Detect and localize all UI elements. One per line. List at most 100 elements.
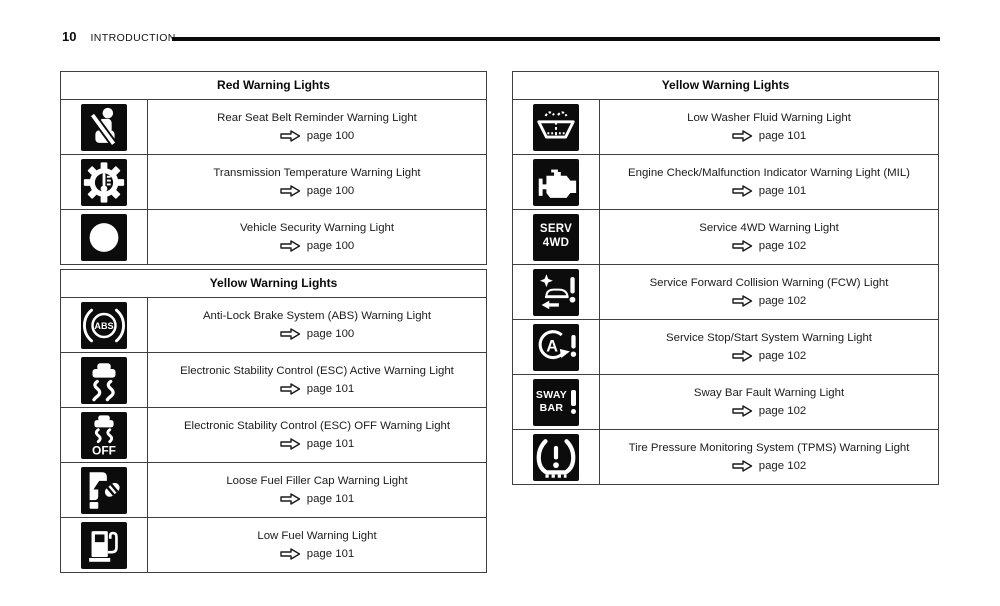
section-title: INTRODUCTION xyxy=(90,32,176,44)
esc-off-icon-text: OFF xyxy=(92,443,116,457)
page-reference: page 102 xyxy=(732,460,807,473)
forward-collision-icon xyxy=(533,268,579,316)
warning-light-label: Transmission Temperature Warning Light xyxy=(213,166,421,179)
warning-light-label: Low Fuel Warning Light xyxy=(257,529,377,542)
page-number-ref: page 100 xyxy=(306,328,355,341)
red-warning-lights-table: Red Warning Lights Rear Seat Belt Remind… xyxy=(60,71,487,265)
page-number-ref: page 100 xyxy=(306,185,355,198)
warning-light-label: Low Washer Fluid Warning Light xyxy=(687,111,851,124)
page-reference: page 101 xyxy=(732,185,806,197)
page-number-ref: page 101 xyxy=(758,130,807,143)
table-row: Engine Check/Malfunction Indicator Warni… xyxy=(513,155,938,210)
table-row: Vehicle Security Warning Light page 100 xyxy=(61,210,486,264)
page-number-ref: page 100 xyxy=(306,240,355,253)
page-number-ref: page 100 xyxy=(306,130,355,143)
page-number-ref: page 102 xyxy=(758,350,807,363)
sway-bar-icon-text-line1: SWAY xyxy=(535,389,568,402)
page-number-ref: page 101 xyxy=(306,548,355,561)
seat-belt-reminder-icon xyxy=(81,103,127,151)
table-row: Low Washer Fluid Warning Light page 101 xyxy=(513,100,938,155)
page-reference: page 101 xyxy=(280,438,355,451)
arrow-icon xyxy=(280,493,300,505)
page-reference: page 102 xyxy=(732,405,807,418)
arrow-icon xyxy=(732,130,752,142)
table-row: Low Fuel Warning Light page 101 xyxy=(61,518,486,572)
arrow-icon xyxy=(732,295,752,307)
page-reference: page 102 xyxy=(732,295,807,308)
sway-bar-icon: SWAY BAR xyxy=(533,378,579,426)
table-row: SWAY BAR Sway Bar Fault Warning Light pa… xyxy=(513,375,938,430)
loose-fuel-cap-icon xyxy=(81,466,127,514)
table-row: A Service Stop/Start System Warning Ligh… xyxy=(513,320,938,375)
table-title: Yellow Warning Lights xyxy=(61,270,486,298)
abs-icon-text: ABS xyxy=(94,320,113,330)
table-row: OFF Electronic Stability Control (ESC) O… xyxy=(61,408,486,463)
table-title: Red Warning Lights xyxy=(61,72,486,100)
arrow-icon xyxy=(732,240,752,252)
table-row: ABS Anti-Lock Brake System (ABS) Warning… xyxy=(61,298,486,353)
table-title: Yellow Warning Lights xyxy=(513,72,938,100)
low-fuel-icon xyxy=(81,521,127,569)
warning-light-label: Anti-Lock Brake System (ABS) Warning Lig… xyxy=(202,309,432,322)
arrow-icon xyxy=(280,240,300,252)
page-number-ref: page 101 xyxy=(306,438,355,451)
page-reference: page 101 xyxy=(280,548,355,561)
arrow-icon xyxy=(280,328,300,340)
exclamation-icon xyxy=(571,390,577,414)
washer-fluid-icon xyxy=(533,103,579,151)
arrow-icon xyxy=(280,438,300,450)
page-reference: page 101 xyxy=(280,383,355,396)
serv-4wd-icon-text-line2: 4WD xyxy=(542,237,570,249)
header-rule xyxy=(172,37,940,41)
arrow-icon xyxy=(732,350,752,362)
warning-light-label: Vehicle Security Warning Light xyxy=(239,221,395,234)
arrow-icon xyxy=(280,185,300,197)
stop-start-icon-text: A xyxy=(546,337,558,355)
warning-light-label: Rear Seat Belt Reminder Warning Light xyxy=(217,111,417,124)
warning-light-label: Sway Bar Fault Warning Light xyxy=(693,386,845,399)
page-reference: page 100 xyxy=(280,185,355,198)
page-reference: page 101 xyxy=(732,130,807,143)
page-reference: page 100 xyxy=(280,130,355,143)
arrow-icon xyxy=(280,130,300,142)
page-number: 10 xyxy=(62,29,77,44)
table-row: Tire Pressure Monitoring System (TPMS) W… xyxy=(513,430,938,484)
warning-light-label: Electronic Stability Control (ESC) Activ… xyxy=(180,364,454,377)
table-row: SERV 4WD Service 4WD Warning Light page … xyxy=(513,210,938,265)
warning-light-label: Service Stop/Start System Warning Light xyxy=(666,331,872,344)
transmission-temperature-icon xyxy=(81,158,127,206)
warning-light-label: Electronic Stability Control (ESC) OFF W… xyxy=(183,419,451,432)
page-reference: page 101 xyxy=(280,493,355,506)
esc-active-icon xyxy=(81,356,127,404)
serv-4wd-icon-text-line1: SERV xyxy=(539,223,573,236)
page-reference: page 100 xyxy=(280,328,355,341)
table-row: Service Forward Collision Warning (FCW) … xyxy=(513,265,938,320)
warning-light-label: Loose Fuel Filler Cap Warning Light xyxy=(226,474,408,487)
warning-light-label: Engine Check/Malfunction Indicator Warni… xyxy=(628,166,910,179)
page-number-ref: page 101 xyxy=(306,383,355,396)
sway-bar-icon-text-line2: BAR xyxy=(539,402,564,414)
page-number-ref: page 102 xyxy=(758,295,807,308)
engine-check-icon xyxy=(533,158,579,206)
table-row: Rear Seat Belt Reminder Warning Light pa… xyxy=(61,100,486,155)
esc-off-icon: OFF xyxy=(81,411,127,459)
abs-icon: ABS xyxy=(81,301,127,349)
page-reference: page 102 xyxy=(732,350,807,363)
table-row: Electronic Stability Control (ESC) Activ… xyxy=(61,353,486,408)
warning-light-label: Tire Pressure Monitoring System (TPMS) W… xyxy=(628,441,910,454)
page-number-ref: page 102 xyxy=(758,460,807,473)
yellow-warning-lights-table-right: Yellow Warning Lights Low Washer Fluid W… xyxy=(512,71,939,485)
stop-start-icon: A xyxy=(533,323,579,371)
arrow-icon xyxy=(732,460,752,472)
serv-4wd-icon: SERV 4WD xyxy=(533,213,579,261)
page-number-ref: page 101 xyxy=(306,493,355,506)
warning-light-label: Service Forward Collision Warning (FCW) … xyxy=(649,276,889,289)
page-number-ref: page 102 xyxy=(758,405,807,418)
yellow-warning-lights-table-left: Yellow Warning Lights ABS Anti-Lock Brak… xyxy=(60,269,487,573)
table-row: Loose Fuel Filler Cap Warning Light page… xyxy=(61,463,486,518)
vehicle-security-icon xyxy=(81,213,127,261)
page-reference: page 100 xyxy=(280,240,355,253)
arrow-icon xyxy=(280,383,300,395)
page-number-ref: page 102 xyxy=(758,240,807,253)
arrow-icon xyxy=(732,405,752,417)
